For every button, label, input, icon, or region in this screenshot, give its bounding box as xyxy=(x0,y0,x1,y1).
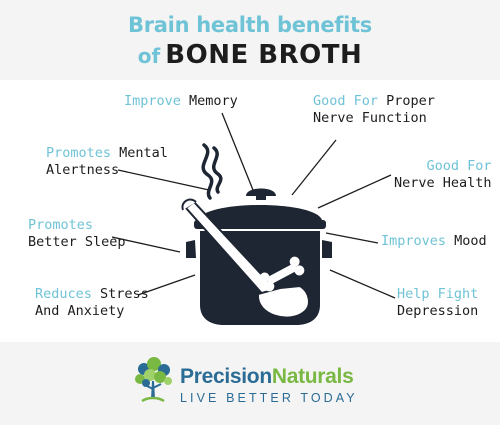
title-line2: of BONE BROTH xyxy=(0,40,500,70)
pot-illustration xyxy=(111,112,396,325)
connector-better-sleep xyxy=(111,236,181,253)
connector-lines xyxy=(111,112,396,299)
connector-nerve-health xyxy=(317,174,392,209)
title-main: BONE BROTH xyxy=(165,40,363,70)
connector-stress xyxy=(137,274,196,296)
connector-depression xyxy=(329,269,396,299)
benefit-better-sleep: Promotes Better Sleep xyxy=(28,217,126,250)
title-line1: Brain health benefits xyxy=(128,13,372,37)
footer-banner xyxy=(0,342,500,425)
tree-logo-icon xyxy=(135,357,172,403)
benefit-memory: Improve Memory xyxy=(124,93,238,109)
benefit-stress: Reduces Stress And Anxiety xyxy=(35,286,149,319)
illustration-area: Improve Memory Good For Proper Nerve Fun… xyxy=(0,80,500,342)
benefit-nerve-function: Good For Proper Nerve Function xyxy=(313,93,435,126)
ladle-icon xyxy=(181,198,310,319)
benefit-mood: Improves Mood xyxy=(381,233,487,249)
connector-mental-alertness xyxy=(117,169,210,191)
brand-tagline: LIVE BETTER TODAY xyxy=(180,391,358,405)
steam-icon xyxy=(201,143,214,200)
benefit-depression: Help Fight Depression xyxy=(397,286,479,319)
bone-icon xyxy=(259,256,305,292)
header-banner: Brain health benefits of BONE BROTH xyxy=(0,0,500,80)
connector-mood xyxy=(325,232,379,244)
connector-memory xyxy=(221,112,254,191)
brand-name: PrecisionNaturals xyxy=(180,365,354,388)
title-of: of xyxy=(137,44,161,68)
benefit-nerve-health: Good For Nerve Health xyxy=(394,158,492,191)
steam-icon-2 xyxy=(211,146,223,194)
connector-nerve-function xyxy=(291,139,337,196)
benefit-mental-alertness: Promotes Mental Alertness xyxy=(46,145,168,178)
